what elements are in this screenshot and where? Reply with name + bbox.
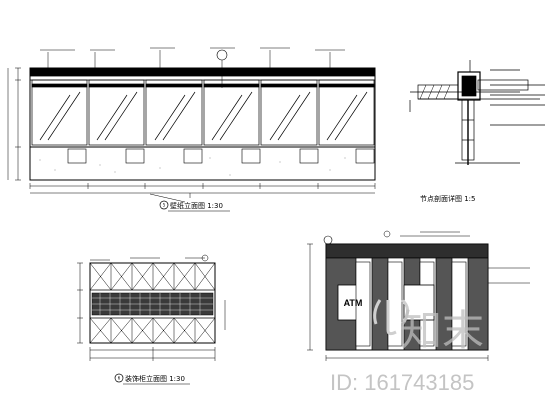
elevation-a-caption: 5 壁纸立面图 1:30 <box>159 200 230 212</box>
watermark-id: ID: 161743185 <box>330 370 474 395</box>
drawing-caption: 节点剖面详图 1:5 <box>420 194 476 203</box>
dado-texture <box>39 157 346 176</box>
section-detail <box>409 60 545 165</box>
drawing-number: 6 <box>118 376 121 381</box>
elevation-c-labels: ATM <box>344 298 363 308</box>
drawing-number-bubble <box>159 200 169 210</box>
top-band <box>325 243 489 259</box>
watermark: 知末 ID: 161743185 <box>330 298 484 395</box>
drawing-caption: 装饰柜立面图 1:30 <box>125 374 185 383</box>
elevation-c <box>307 230 530 361</box>
elevation-a-left-dims <box>7 67 21 181</box>
elevation-b-caption: 6 装饰柜立面图 1:30 <box>114 373 190 385</box>
atm-label: ATM <box>344 298 363 308</box>
watermark-logo-text: 知末 <box>400 307 484 354</box>
elevation-b-dims <box>77 262 226 361</box>
elevation-a <box>7 47 376 203</box>
drawing-caption: 壁纸立面图 1:30 <box>170 201 223 210</box>
band-pattern <box>92 293 213 315</box>
elevation-b <box>77 254 226 361</box>
watermark-logo-icon <box>373 298 409 336</box>
section-hatch <box>419 84 451 100</box>
lattice-upper <box>89 262 216 291</box>
section-mark-circle <box>216 49 228 61</box>
dado-blocks <box>67 148 375 164</box>
drawing-number-bubble <box>114 373 124 383</box>
glass-panels <box>31 79 375 146</box>
elevation-a-top-leaders <box>40 47 345 70</box>
lattice-lower <box>89 317 216 344</box>
elevation-c-dims <box>307 243 530 361</box>
elevation-a-bottom-dims <box>29 183 376 203</box>
drawing-number: 5 <box>163 203 166 208</box>
section-detail-caption: 节点剖面详图 1:5 <box>420 194 476 203</box>
